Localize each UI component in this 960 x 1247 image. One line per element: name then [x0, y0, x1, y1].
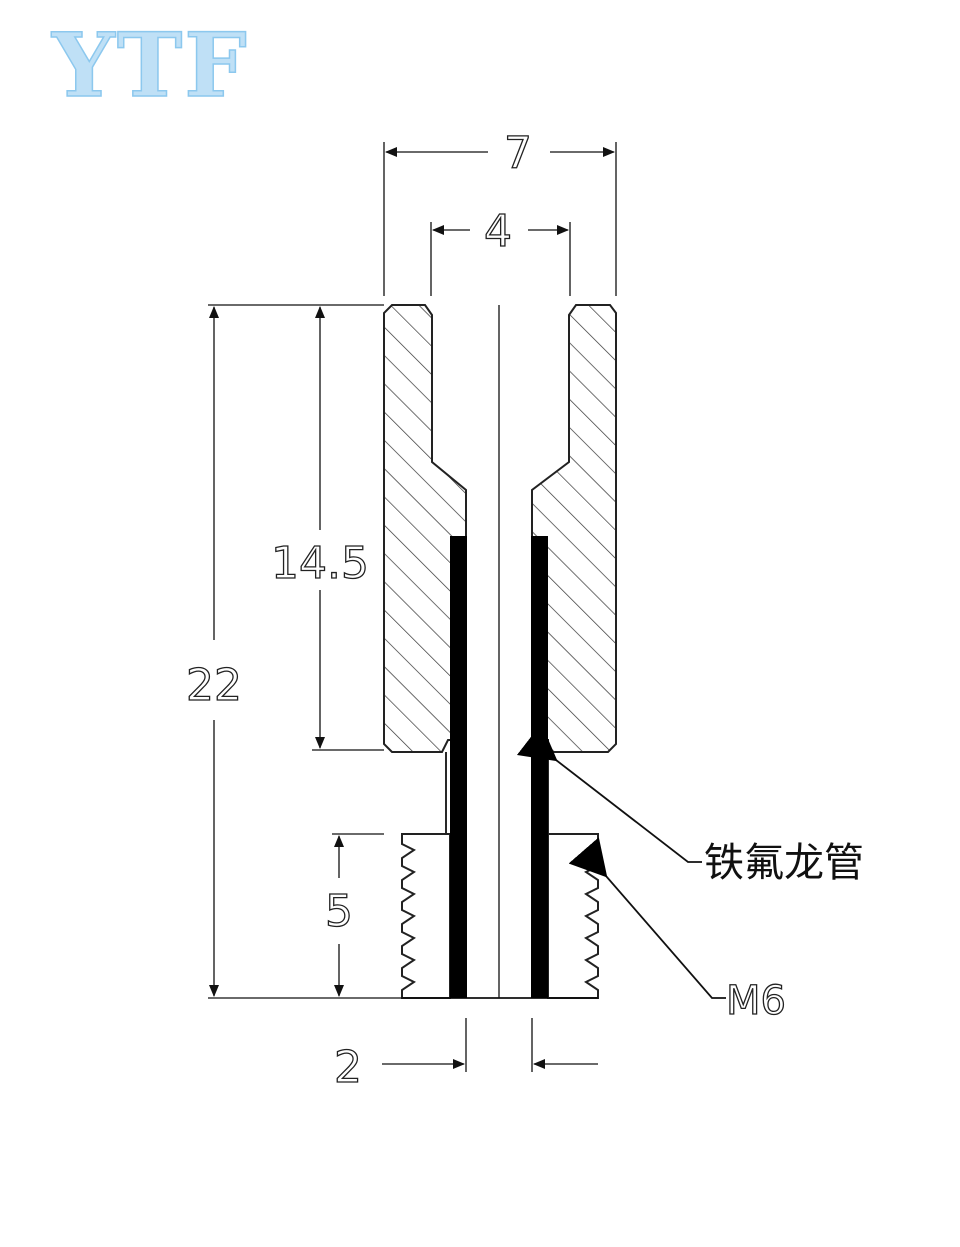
upper-length-label: 14.5: [271, 538, 369, 589]
tube-callout-label: 铁氟龙管: [704, 840, 864, 886]
dimension-total-length: 22: [185, 304, 402, 999]
ptfe-tube-left-wall: [450, 536, 467, 998]
logo: YTF: [51, 13, 249, 117]
callout-tube: 铁氟龙管: [516, 723, 864, 886]
thread-callout-label: M6: [726, 978, 786, 1024]
thread-left: [401, 833, 451, 999]
total-length-label: 22: [186, 660, 242, 711]
inner-width-label: 4: [484, 206, 512, 257]
dimension-tube-gap: 2: [333, 1018, 598, 1094]
thread-length-label: 5: [325, 886, 353, 937]
ptfe-tube-right-wall: [531, 536, 548, 998]
thread-right: [547, 833, 599, 999]
callout-thread: M6: [568, 837, 787, 1025]
dimension-upper-length: 14.5: [270, 306, 384, 751]
outer-width-label: 7: [504, 128, 532, 179]
dimension-thread-length: 5: [324, 833, 384, 997]
dimension-inner-width: 4: [430, 205, 571, 296]
tube-gap-label: 2: [334, 1042, 362, 1093]
dimension-outer-width: 7: [383, 127, 617, 296]
